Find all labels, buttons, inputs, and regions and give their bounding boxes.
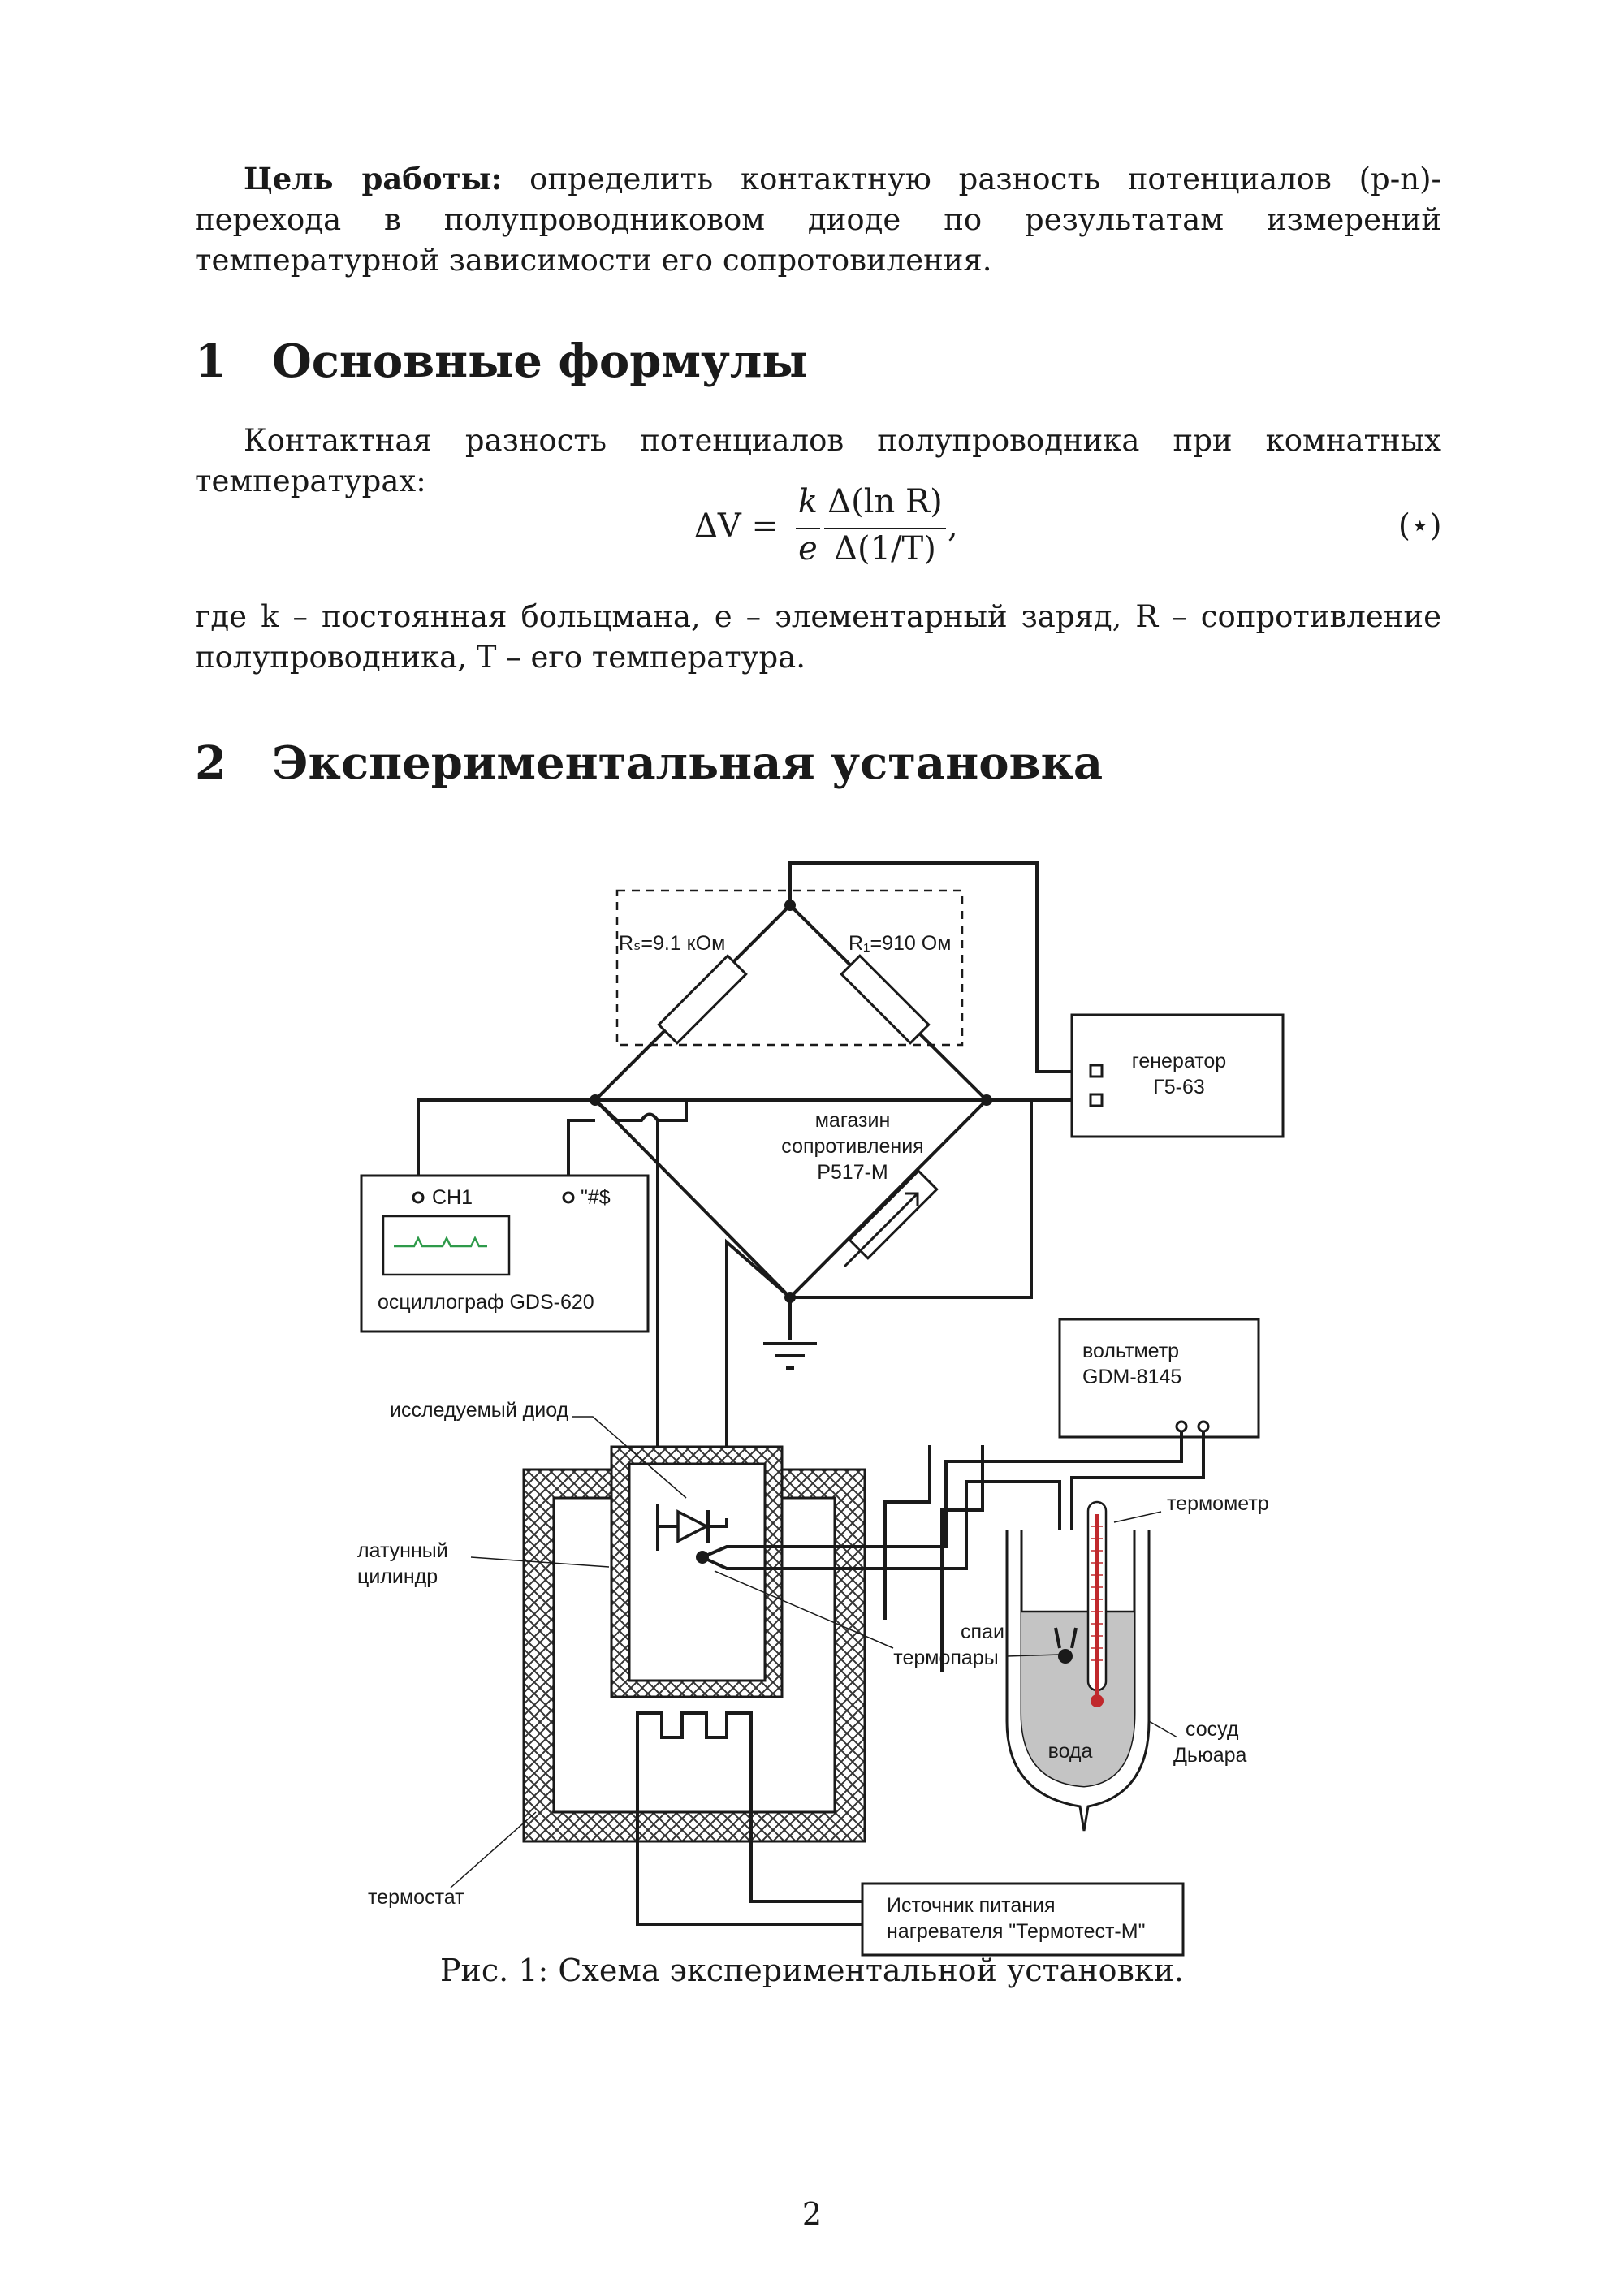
- cylinder-label-2: цилиндр: [357, 1565, 438, 1588]
- section-2-number: 2: [195, 736, 227, 790]
- thermocouple-wire-2: [702, 1480, 1061, 1648]
- ch2-label: "#$: [581, 1186, 611, 1209]
- thermometer-ticks: [1091, 1526, 1103, 1661]
- supply-label-1: Источник питания: [887, 1894, 1056, 1917]
- thermometer-bulb: [1091, 1694, 1104, 1707]
- dewar-label-2: Дьюара: [1173, 1744, 1247, 1767]
- resistors: [657, 954, 939, 1260]
- oscilloscope-trace: [394, 1236, 487, 1248]
- section-1-title: Основные формулы: [272, 334, 808, 388]
- ch1-terminal: [412, 1191, 425, 1204]
- ch2-terminal: [562, 1191, 575, 1204]
- junctions-label-1: спаи: [961, 1621, 1004, 1643]
- thermostat-label: термостат: [368, 1886, 464, 1909]
- voltmeter-terminal-2: [1197, 1420, 1210, 1433]
- equation-bar-1: [796, 528, 820, 529]
- thermometer-label: термометр: [1167, 1492, 1269, 1515]
- dewar-label-1: сосуд: [1186, 1718, 1239, 1741]
- intro-label: Цель работы:: [244, 161, 503, 196]
- equation-comma: ,: [948, 507, 958, 545]
- voltmeter-box: [1058, 1318, 1260, 1439]
- generator-terminal-2: [1089, 1093, 1104, 1107]
- thermocouple-junction-2: [1058, 1649, 1073, 1664]
- ground-icon: [763, 1342, 817, 1370]
- voltmeter-label-2: GDM-8145: [1082, 1366, 1181, 1388]
- page-number: 2: [801, 2196, 823, 2232]
- generator-label-1: генератор: [1132, 1050, 1226, 1072]
- equation-e: e: [798, 530, 818, 568]
- store-label-2: сопротивления: [781, 1135, 923, 1158]
- generator-terminal-1: [1089, 1064, 1104, 1078]
- equation: ΔV = k e Δ(ln R) Δ(1/T) ,: [694, 483, 958, 572]
- section-2-heading: 2 Экспериментальная установка: [195, 735, 1103, 792]
- rs-label: Rₛ=9.1 кОм: [619, 932, 725, 955]
- store-label-1: магазин: [815, 1109, 891, 1132]
- supply-label-2: нагревателя "Термотест-М": [887, 1920, 1145, 1943]
- leader-lines: [450, 1416, 1178, 1888]
- store-arrow: [843, 1192, 919, 1268]
- resistor-r1: [840, 954, 931, 1045]
- water-label: вода: [1048, 1740, 1093, 1763]
- equation-lhs: ΔV =: [694, 507, 780, 545]
- voltmeter-label-1: вольтметр: [1082, 1340, 1179, 1362]
- heater-wire-1: [636, 1754, 863, 1926]
- equation-numerator: Δ(ln R): [827, 483, 943, 520]
- r1-label: R₁=910 Ом: [849, 932, 951, 955]
- voltmeter-terminal-1: [1175, 1420, 1188, 1433]
- brass-cylinder: [610, 1445, 784, 1698]
- resistor-rs: [657, 954, 748, 1045]
- section-1-heading: 1 Основные формулы: [195, 333, 808, 390]
- figure-caption: Рис. 1: Схема экспериментальной установк…: [439, 1953, 1185, 1988]
- oscilloscope-label: осциллограф GDS-620: [378, 1291, 594, 1314]
- cylinder-label-1: латунный: [357, 1539, 448, 1562]
- equation-tag: (⋆): [1398, 507, 1442, 543]
- heater-wire-2: [749, 1754, 863, 1903]
- ch1-label: CH1: [432, 1186, 473, 1209]
- section-1-number: 1: [195, 334, 227, 388]
- diode-icon: [658, 1509, 727, 1543]
- formula-intro: Контактная разность потенциалов полупров…: [195, 423, 1441, 498]
- bridge-nodes: [590, 900, 992, 1303]
- intro-text: определить контактную разность потенциал…: [195, 162, 1442, 278]
- store-label-3: Р517-М: [817, 1161, 888, 1184]
- generator-box: [1070, 1013, 1285, 1138]
- store-arrow-head: [905, 1192, 919, 1206]
- definitions-paragraph: где k – постоянная больцмана, e – элемен…: [195, 599, 1441, 675]
- section-2-title: Экспериментальная установка: [272, 736, 1104, 790]
- equation-denominator: Δ(1/T): [834, 530, 936, 568]
- junctions-label-2: термопары: [893, 1646, 998, 1669]
- equation-bar-2: [824, 528, 946, 529]
- resistor-store: [848, 1169, 939, 1260]
- equation-k: k: [797, 483, 818, 520]
- resistor-box: [615, 889, 964, 1047]
- thermostat-opening: [611, 1447, 782, 1697]
- intro-paragraph: Цель работы: определить контактную разно…: [195, 158, 1441, 281]
- supply-box: [861, 1882, 1185, 1957]
- heater-coil: [636, 1711, 753, 1754]
- diode-label: исследуемый диод: [390, 1399, 569, 1422]
- thermocouple-wire-1: [702, 1431, 1183, 1559]
- generator-label-2: Г5-63: [1153, 1076, 1205, 1098]
